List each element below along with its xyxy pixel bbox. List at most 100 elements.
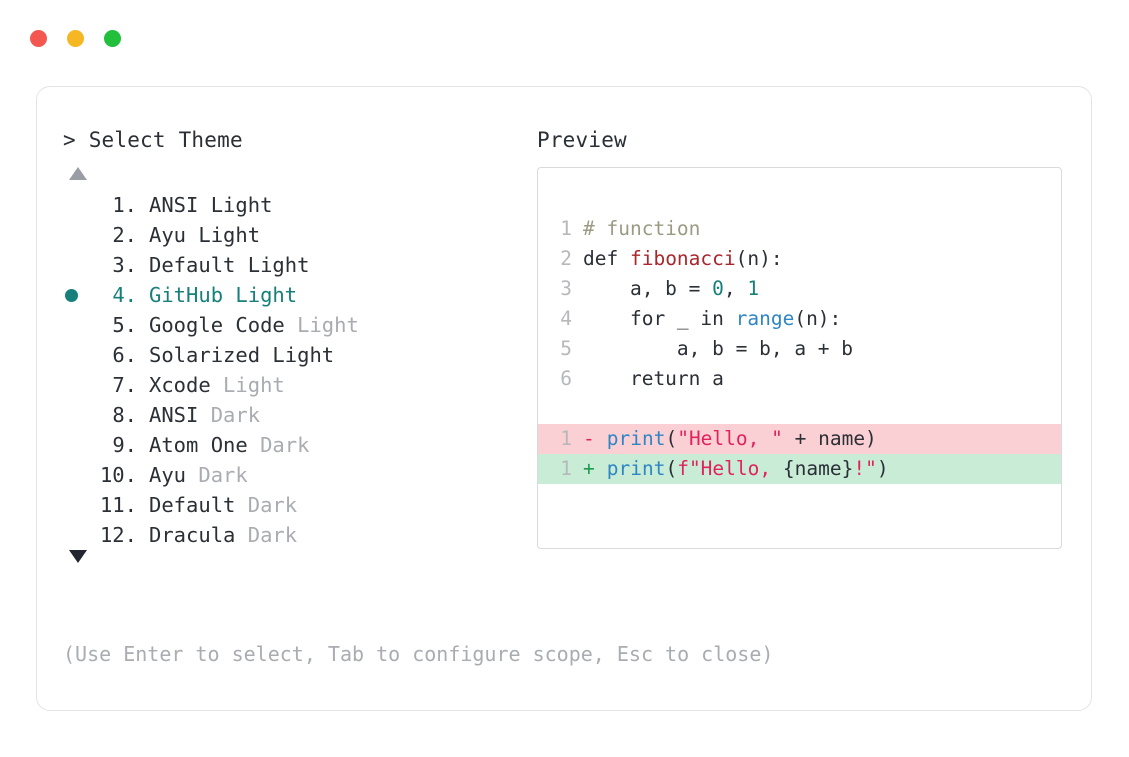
- bullet-placeholder: [63, 430, 91, 460]
- code-content: print("Hello, " + name): [607, 424, 889, 454]
- bullet-placeholder: [63, 400, 91, 430]
- theme-item-name: Google Code: [149, 313, 285, 337]
- code-token: return a: [583, 367, 724, 390]
- close-dot[interactable]: [30, 30, 47, 47]
- selected-bullet-icon: [63, 280, 91, 310]
- code-token: 0: [712, 277, 724, 300]
- theme-item-index: 3.: [112, 253, 137, 277]
- code-token: (: [665, 427, 678, 450]
- line-number: 2: [560, 247, 572, 270]
- code-token: 1: [747, 277, 760, 300]
- code-line: 3 a, b = 0, 1: [538, 274, 1061, 304]
- line-number: 1: [560, 457, 572, 480]
- theme-item-index: 4.: [112, 283, 137, 307]
- code-token: print: [606, 457, 666, 480]
- theme-item-mode: Dark: [186, 463, 248, 487]
- preview-title: Preview: [537, 128, 627, 152]
- theme-list-item[interactable]: 1.ANSI Light: [63, 190, 533, 220]
- theme-item-mode: Dark: [235, 523, 298, 547]
- diff-added-line: 1 + print(f"Hello, {name}!"): [538, 454, 1061, 484]
- diff-spacer: [595, 454, 607, 484]
- code-content: print(f"Hello, {name}!"): [607, 454, 901, 484]
- theme-item-index: 5.: [112, 313, 137, 337]
- theme-list-item[interactable]: 10. Ayu Dark: [63, 460, 533, 490]
- code-token: !": [853, 457, 877, 480]
- theme-item-index: 10.: [99, 463, 137, 487]
- theme-list-item[interactable]: 4. GitHub Light: [63, 280, 533, 310]
- theme-item-mode: Dark: [198, 403, 261, 427]
- diff-block: 1- print("Hello, " + name)1+ print(f"Hel…: [538, 424, 1061, 484]
- code-token: (n):: [794, 307, 842, 330]
- bullet-placeholder: [63, 520, 91, 550]
- bullet-placeholder: [63, 220, 91, 250]
- code-token: for _ in: [583, 307, 736, 330]
- code-content: a, b = b, a + b: [583, 334, 853, 364]
- code-token: a, b =: [583, 277, 713, 300]
- theme-list-item[interactable]: 5. Google Code Light: [63, 310, 533, 340]
- theme-item-index: 11.: [99, 493, 137, 517]
- scroll-up-arrow-icon[interactable]: [69, 167, 87, 180]
- theme-item-name: Atom One: [149, 433, 248, 457]
- diff-plus-sign: +: [583, 457, 595, 480]
- theme-list-item[interactable]: 6. Solarized Light: [63, 340, 533, 370]
- page-title-text: Select Theme: [88, 128, 243, 152]
- theme-item-name: GitHub Light: [149, 283, 298, 307]
- theme-list-column: > Select Theme 1.ANSI Light 2. Ayu Light 3.…: [63, 125, 533, 563]
- code-content: # function: [583, 214, 700, 244]
- diff-minus-sign: -: [583, 427, 595, 450]
- theme-item-mode: Dark: [247, 433, 310, 457]
- code-token: "Hello, ": [677, 427, 783, 450]
- theme-item-name: Xcode: [149, 373, 211, 397]
- theme-item-index: 2.: [112, 223, 137, 247]
- theme-item-name: Solarized Light: [149, 343, 335, 367]
- selected-dot-icon: [65, 288, 78, 302]
- theme-list-item[interactable]: 12.Dracula Dark: [63, 520, 533, 550]
- diff-spacer: [595, 424, 607, 454]
- maximize-dot[interactable]: [104, 30, 121, 47]
- code-token: # function: [583, 217, 701, 240]
- code-content: a, b = 0, 1: [583, 274, 759, 304]
- code-content: for _ in range(n):: [583, 304, 841, 334]
- bullet-placeholder: [63, 310, 91, 340]
- code-line: 4 for _ in range(n):: [538, 304, 1061, 334]
- theme-list: 1.ANSI Light 2. Ayu Light 3. Default Light 4.…: [63, 190, 533, 550]
- theme-item-index: 6.: [112, 343, 137, 367]
- bullet-placeholder: [63, 490, 91, 520]
- theme-item-name: Ayu Light: [149, 223, 261, 247]
- theme-list-item[interactable]: 11. Default Dark: [63, 490, 533, 520]
- code-token: ,: [723, 277, 748, 300]
- code-token: a, b = b, a + b: [583, 337, 854, 360]
- theme-item-name: Default Light: [149, 253, 310, 277]
- code-token: def: [583, 247, 630, 270]
- theme-item-name: Default: [149, 493, 236, 517]
- theme-item-index: 7.: [112, 373, 137, 397]
- code-line: 2 def fibonacci(n):: [538, 244, 1061, 274]
- bullet-placeholder: [63, 340, 91, 370]
- page-title: > Select Theme: [63, 125, 533, 155]
- theme-list-item[interactable]: 7. Xcode Light: [63, 370, 533, 400]
- prompt-caret-icon: >: [63, 128, 76, 152]
- theme-item-name: Ayu: [149, 463, 187, 487]
- theme-list-item[interactable]: 2. Ayu Light: [63, 220, 533, 250]
- code-token: print: [606, 427, 666, 450]
- bullet-placeholder: [63, 460, 91, 490]
- theme-item-mode: Dark: [235, 493, 298, 517]
- minimize-dot[interactable]: [67, 30, 84, 47]
- line-number: 1: [560, 427, 572, 450]
- code-token: fibonacci: [629, 247, 736, 270]
- scroll-down-arrow-icon[interactable]: [69, 550, 87, 563]
- theme-item-mode: Light: [284, 313, 359, 337]
- code-content: return a: [583, 364, 724, 394]
- bullet-placeholder: [63, 190, 91, 220]
- theme-list-item[interactable]: 3. Default Light: [63, 250, 533, 280]
- code-token: (n):: [735, 247, 783, 270]
- theme-item-mode: Light: [210, 373, 285, 397]
- window-controls: [30, 30, 121, 47]
- theme-list-item[interactable]: 9.Atom One Dark: [63, 430, 533, 460]
- code-token: {name}: [782, 457, 854, 480]
- theme-item-index: 12.: [99, 523, 137, 547]
- code-token: f"Hello,: [677, 457, 783, 480]
- theme-list-item[interactable]: 8.ANSI Dark: [63, 400, 533, 430]
